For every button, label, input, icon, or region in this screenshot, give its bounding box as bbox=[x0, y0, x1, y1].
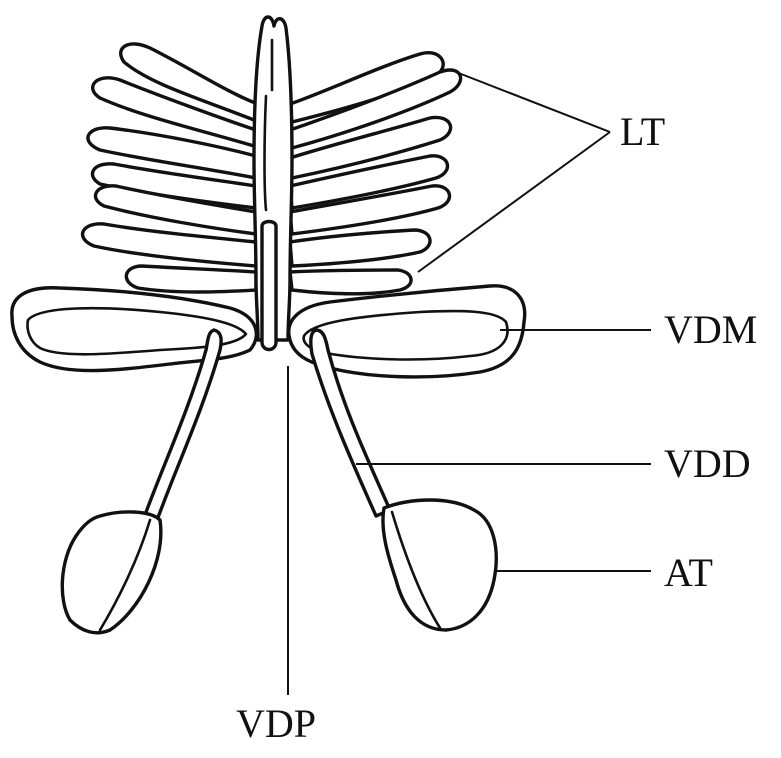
left-testis-lobes bbox=[83, 44, 258, 292]
left-lobe-7 bbox=[126, 266, 256, 292]
right-lobe-7 bbox=[290, 270, 411, 294]
label-vdp: VDP bbox=[236, 704, 316, 744]
vas-deferens-base bbox=[262, 222, 276, 350]
label-lt: LT bbox=[620, 112, 665, 152]
left-duct-and-accessory bbox=[62, 330, 221, 633]
left-seminal-vesicle bbox=[12, 288, 257, 371]
right-testis-lobes bbox=[290, 53, 461, 294]
label-vdd: VDD bbox=[664, 444, 751, 484]
label-vdm: VDM bbox=[664, 310, 757, 350]
left-vesicle-outer bbox=[12, 288, 257, 371]
lt-leader-upper bbox=[456, 72, 610, 132]
right-accessory-testis bbox=[383, 500, 496, 630]
label-at: AT bbox=[664, 553, 713, 593]
right-lobe-6 bbox=[290, 230, 430, 266]
